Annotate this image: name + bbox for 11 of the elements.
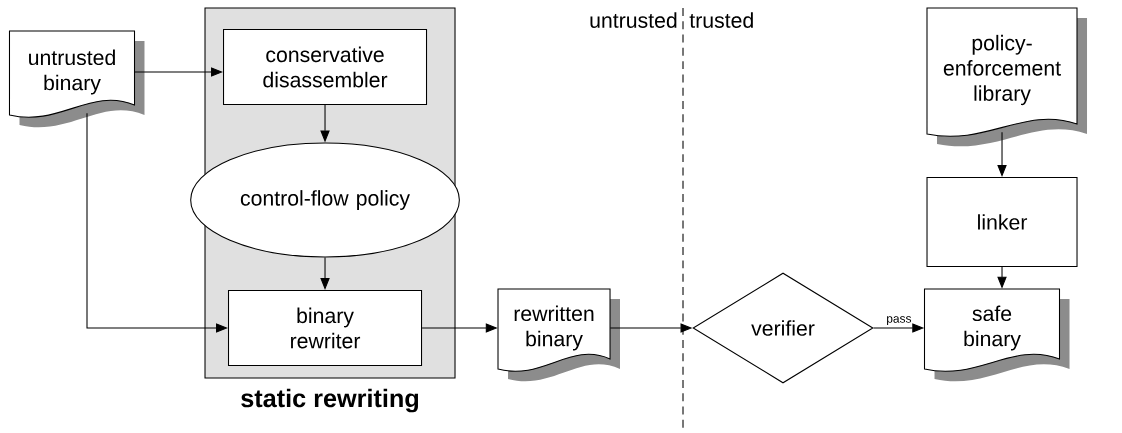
arrow	[997, 131, 1007, 177]
edge-label: pass	[887, 316, 912, 326]
zone-label: trusted	[689, 12, 753, 28]
arrow	[86, 112, 228, 333]
process-box: linker	[926, 176, 1078, 268]
node-label: static rewriting	[241, 388, 419, 413]
zone-label: untrusted	[590, 12, 677, 28]
process-box: conservative disassembler	[223, 28, 428, 106]
process-box: binary rewriter	[228, 290, 423, 367]
arrow	[134, 67, 223, 77]
arrow	[320, 257, 330, 290]
